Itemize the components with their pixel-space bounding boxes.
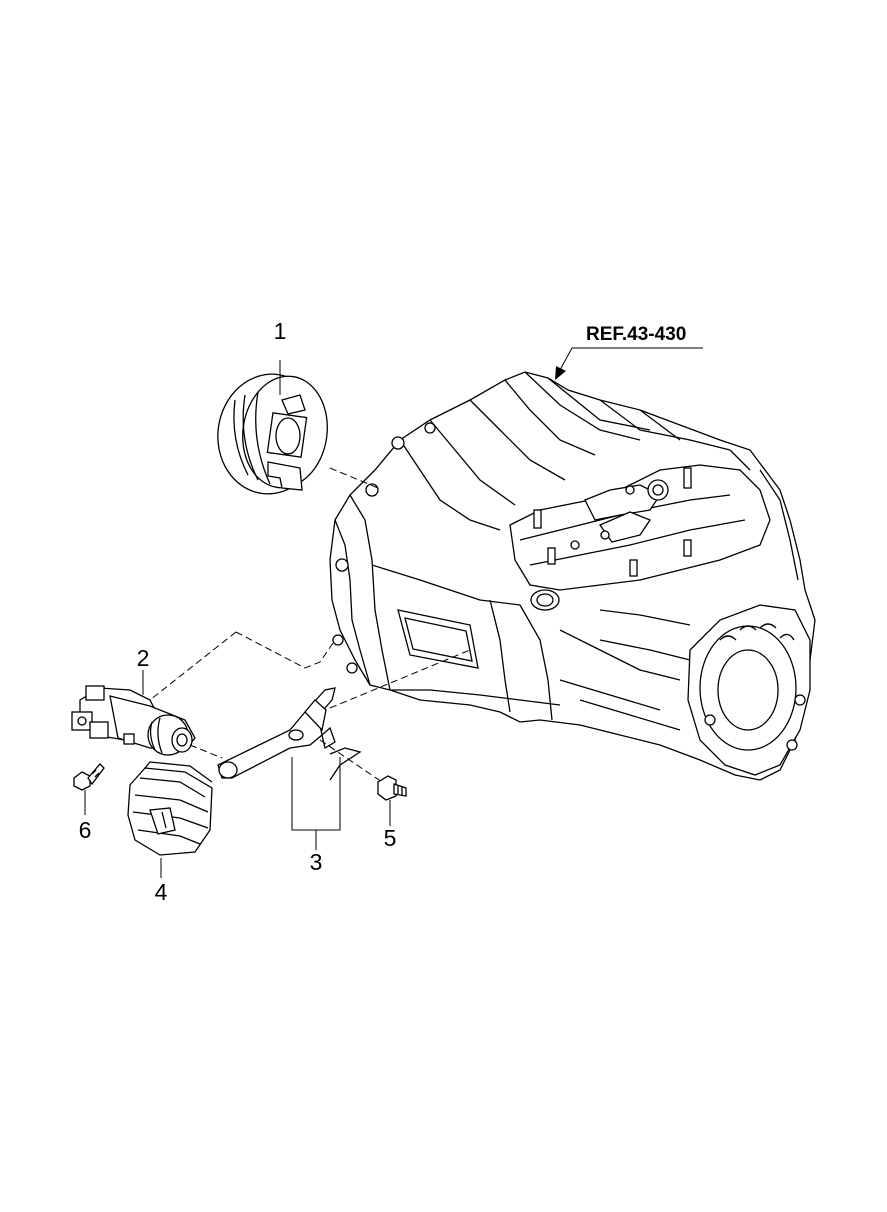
bolt-5-part xyxy=(377,775,407,801)
callout-5: 5 xyxy=(384,825,397,851)
callout-6: 6 xyxy=(79,817,92,843)
release-cylinder-part xyxy=(71,631,336,759)
arrow-head-icon xyxy=(555,366,566,380)
release-fork-part xyxy=(217,649,471,783)
bolt-6-part xyxy=(73,763,105,791)
release-bearing-part xyxy=(217,373,379,495)
reference-label: REF.43-430 xyxy=(586,324,686,345)
callout-1: 1 xyxy=(274,318,287,344)
transmission-housing xyxy=(329,371,816,781)
callout-4: 4 xyxy=(155,879,168,905)
reference-callout: REF.43-430 xyxy=(555,324,703,380)
callout-3: 3 xyxy=(310,849,323,875)
dust-boot-part xyxy=(127,761,213,856)
bracket-3 xyxy=(291,757,341,831)
callout-2: 2 xyxy=(137,645,150,671)
